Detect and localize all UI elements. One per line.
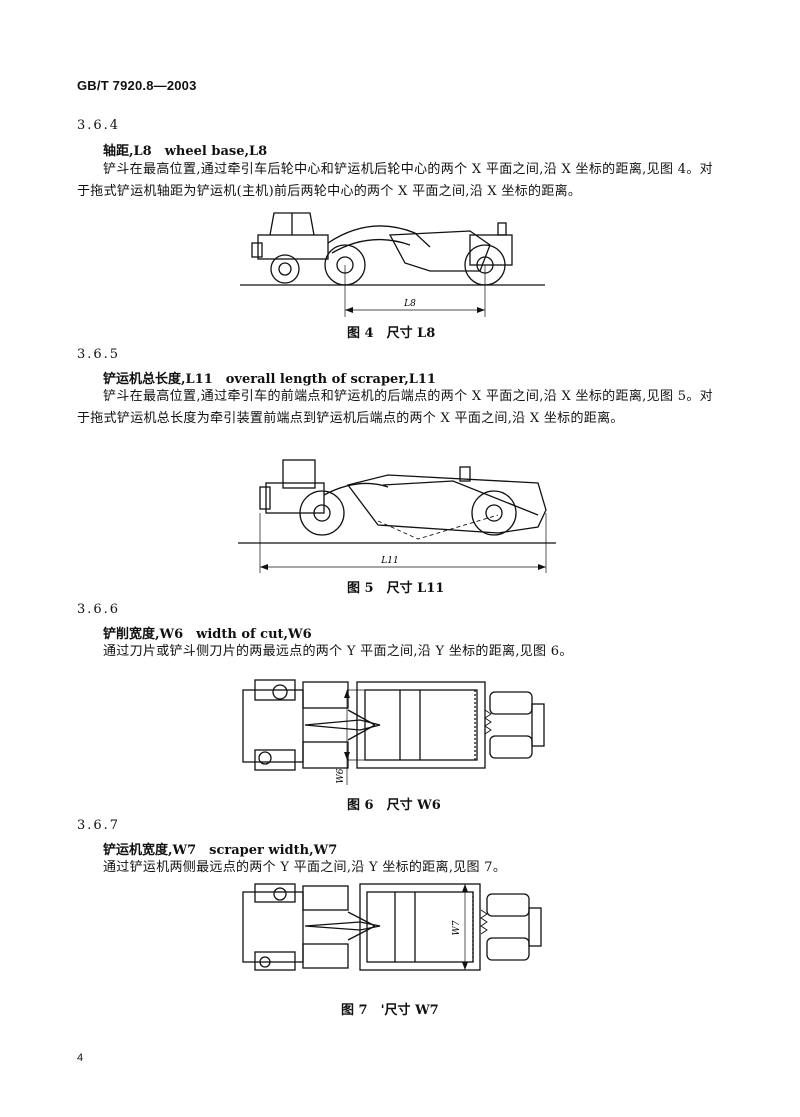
section-number-3-6-4: 3.6.4 <box>77 118 121 133</box>
figure-7-scraper-width-diagram: W7 <box>235 878 555 978</box>
definition-scraper-width: 通过铲运机两侧最远点的两个 Y 平面之间,沿 Y 坐标的距离,见图 7。 <box>103 860 507 875</box>
figure-4-wheel-base-diagram: L8 <box>240 205 550 320</box>
dimension-label-l11: L11 <box>380 556 398 566</box>
definition-wheel-base: 铲斗在最高位置,通过牵引车后轮中心和铲运机后轮中心的两个 X 平面之间,沿 X … <box>77 162 713 199</box>
section-number-3-6-7: 3.6.7 <box>77 818 121 833</box>
section-number-3-6-6: 3.6.6 <box>77 602 121 617</box>
figure-5-caption: 图 5 尺寸 L11 <box>347 581 445 596</box>
figure-7-caption: 图 7 '尺寸 W7 <box>341 1003 439 1018</box>
page-number: 4 <box>77 1052 84 1064</box>
term-width-of-cut: 铲削宽度,W6 width of cut,W6 <box>103 627 312 642</box>
term-wheel-base: 轴距,L8 wheel base,L8 <box>103 144 268 159</box>
section-number-3-6-5: 3.6.5 <box>77 347 121 362</box>
term-overall-length: 铲运机总长度,L11 overall length of scraper,L11 <box>103 372 436 387</box>
definition-width-of-cut: 通过刀片或铲斗侧刀片的两最远点的两个 Y 平面之间,沿 Y 坐标的距离,见图 6… <box>103 644 573 659</box>
figure-6-width-of-cut-diagram: W6 <box>235 670 555 790</box>
definition-overall-length: 铲斗在最高位置,通过牵引车的前端点和铲运机的后端点的两个 X 平面之间,沿 X … <box>77 389 713 426</box>
dimension-label-w7: W7 <box>452 920 462 935</box>
term-scraper-width: 铲运机宽度,W7 scraper width,W7 <box>103 843 338 858</box>
figure-6-caption: 图 6 尺寸 W6 <box>347 798 441 813</box>
figure-5-overall-length-diagram: L11 <box>238 455 558 575</box>
standard-number: GB/T 7920.8—2003 <box>77 78 197 93</box>
dimension-label-w6: W6 <box>336 768 346 783</box>
figure-4-caption: 图 4 尺寸 L8 <box>347 326 436 341</box>
dimension-label-l8: L8 <box>403 299 416 309</box>
